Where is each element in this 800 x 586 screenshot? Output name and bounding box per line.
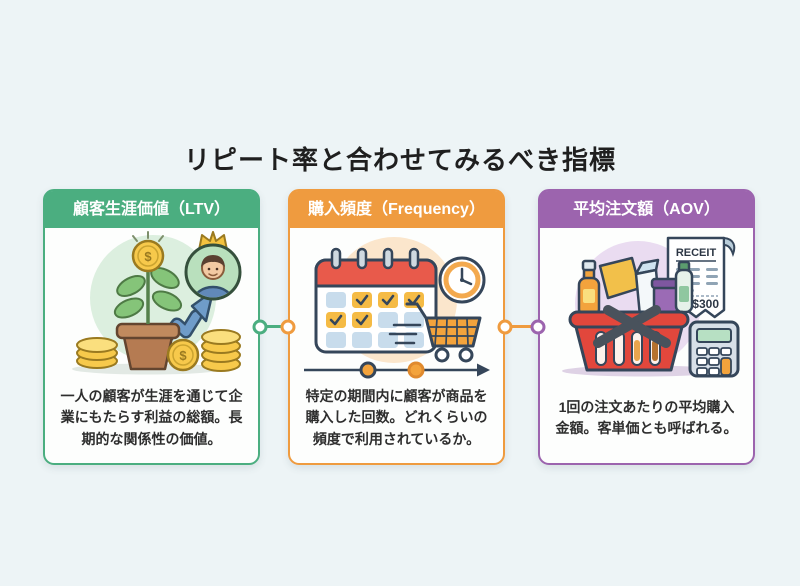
timeline-arrow [304,361,490,379]
jam-jar-icon [650,277,682,314]
basket-receipt-calculator-illustration: RECEIT $300 [540,228,753,380]
milk-bottle-icon [674,260,694,314]
calendar-cart-svg [304,237,490,379]
card-aov-header: 平均注文額（AOV） [540,191,753,228]
basket-receipt-svg: RECEIT $300 [562,236,740,378]
grocery-items [577,256,694,318]
page-title: リピート率と合わせてみるべき指標 [183,145,616,175]
connector-node-aov-left [530,319,546,335]
card-frequency: 購入頻度（Frequency） [288,189,505,465]
calendar-cart-clock-illustration [290,228,503,380]
card-ltv: 顧客生涯価値（LTV） [43,189,260,465]
timeline-dot [359,361,377,379]
plant-leaves [113,267,183,319]
money-plant-growth-illustration: $ $ [45,228,258,380]
card-frequency-description: 特定の期間内に顧客が商品を購入した回数。どれくらいの頻度で利用されているか。 [305,388,488,447]
basket-handle [603,305,671,348]
sparkle-lines [132,231,164,242]
plant-pot-icon [115,322,181,371]
connector-line-frequency-aov [503,325,540,328]
timeline-dot [407,361,425,379]
receipt-title: RECEIT [676,247,717,259]
money-plant-svg: $ $ [72,231,242,375]
speed-lines [388,323,422,345]
customer-avatar [184,231,242,301]
coin-top-icon: $ [131,239,165,273]
card-aov-description: 1回の注文あたりの平均購入金額。客単価とも呼ばれる。 [555,398,738,436]
shopping-cart-icon [405,302,482,363]
dollar-symbol: $ [144,249,152,264]
card-ltv-header: 顧客生涯価値（LTV） [45,191,258,228]
dollar-symbol: $ [179,348,187,363]
connector-node-frequency-left [280,319,296,335]
juice-bottle-icon [577,259,601,318]
receipt-amount: $300 [692,297,719,311]
calculator-icon [688,320,740,378]
connector-node-ltv-right [252,319,268,335]
shopping-basket-icon [568,305,690,372]
card-ltv-description: 一人の顧客が生涯を通じて企業にもたらす利益の総額。長期的な関係性の価値。 [60,388,243,447]
card-aov: 平均注文額（AOV） RECEIT $300 [538,189,755,465]
connector-line-ltv-frequency [258,325,290,328]
calendar-icon [314,247,438,354]
card-frequency-header: 購入頻度（Frequency） [290,191,503,228]
connector-node-frequency-right [497,319,513,335]
coin-single-icon: $ [166,338,200,372]
coin-stack-right-icon [201,329,241,372]
clock-icon [438,256,486,304]
coin-stack-left-icon [76,337,118,369]
